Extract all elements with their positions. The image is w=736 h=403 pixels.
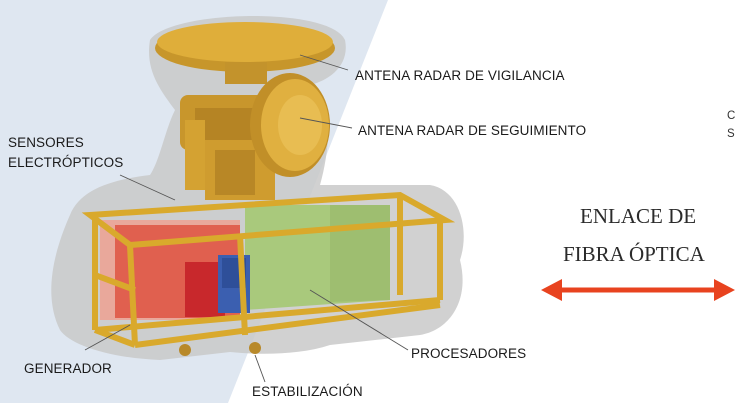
label-antena-vigilancia: ANTENA RADAR DE VIGILANCIA: [355, 68, 565, 83]
leader-lines: [84, 54, 409, 383]
frame-feet: [179, 342, 261, 356]
label-sensores-line1: SENSORES: [8, 135, 84, 150]
support-frame: [81, 191, 456, 348]
surveillance-antenna: [155, 22, 335, 84]
label-procesadores: PROCESADORES: [411, 346, 527, 361]
label-sensores-line2: ELECTRÓPTICOS: [8, 155, 124, 170]
link-title-line2: FIBRA ÓPTICA: [563, 242, 705, 266]
double-headed-arrow-icon: [541, 279, 735, 301]
label-estabilizacion: ESTABILIZACIÓN: [252, 384, 363, 399]
tracking-antenna: [250, 73, 330, 177]
label-generador: GENERADOR: [24, 361, 112, 376]
link-title-line1: ENLACE DE: [580, 204, 697, 228]
label-antena-seguimiento: ANTENA RADAR DE SEGUIMIENTO: [358, 123, 587, 138]
cut-text-line2: S: [727, 128, 735, 140]
cut-text-line1: C: [727, 110, 736, 122]
